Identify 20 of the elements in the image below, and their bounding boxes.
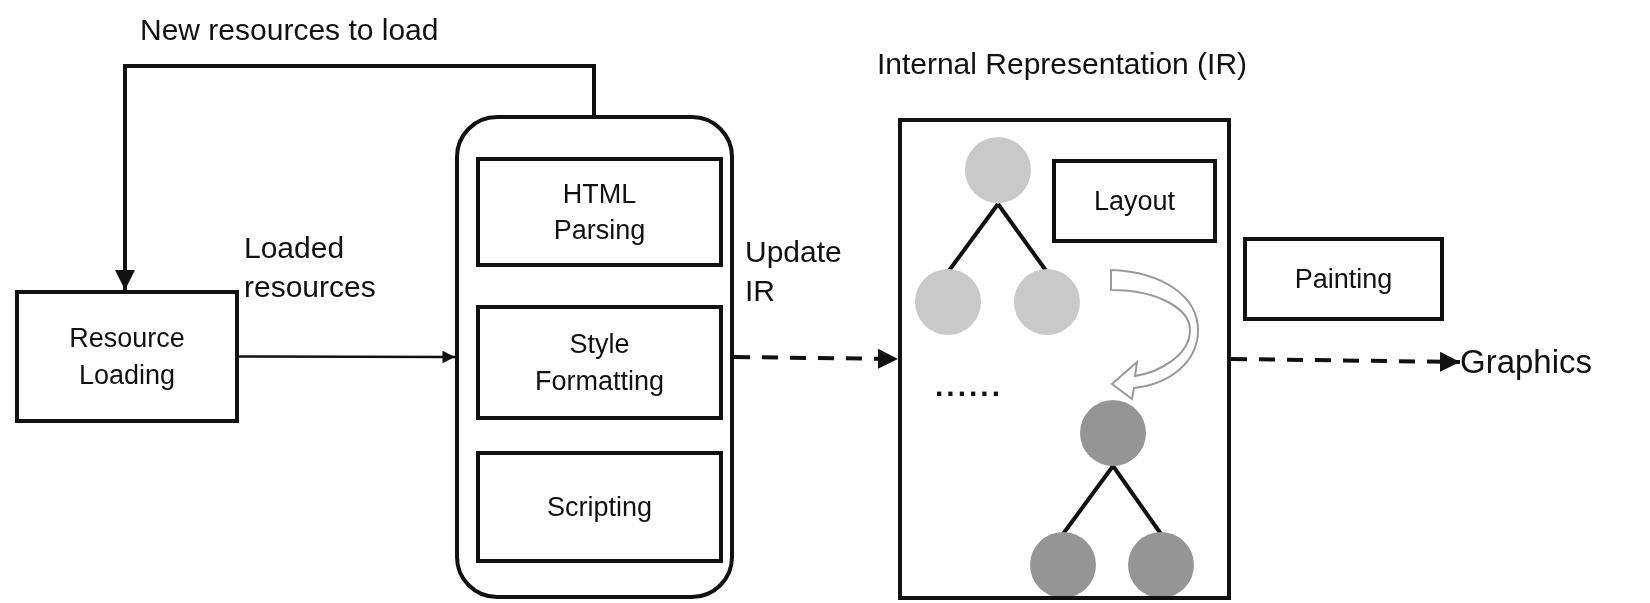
text-label: Graphics <box>1460 341 1593 382</box>
ellipsis-text: ...... <box>935 368 1003 404</box>
box-label: HTML Parsing <box>552 177 647 247</box>
process-box <box>15 290 239 423</box>
container-title: Internal Representation (IR) <box>875 46 1249 82</box>
process-box <box>476 305 723 420</box>
arrow <box>239 350 455 364</box>
process-box <box>476 451 723 563</box>
box-label: Layout <box>1093 184 1176 218</box>
process-box <box>1052 159 1217 243</box>
box-label: Scripting <box>546 490 652 524</box>
rounded-container <box>455 115 734 599</box>
process-box <box>476 157 723 267</box>
dashed-arrow <box>733 348 899 369</box>
dashed-arrow <box>1230 351 1461 372</box>
box-label: Style Formatting <box>533 328 665 398</box>
box-label: Painting <box>1294 262 1393 296</box>
box-label: Resource Loading <box>68 322 186 392</box>
process-box <box>1243 237 1444 321</box>
arrow <box>115 64 596 290</box>
